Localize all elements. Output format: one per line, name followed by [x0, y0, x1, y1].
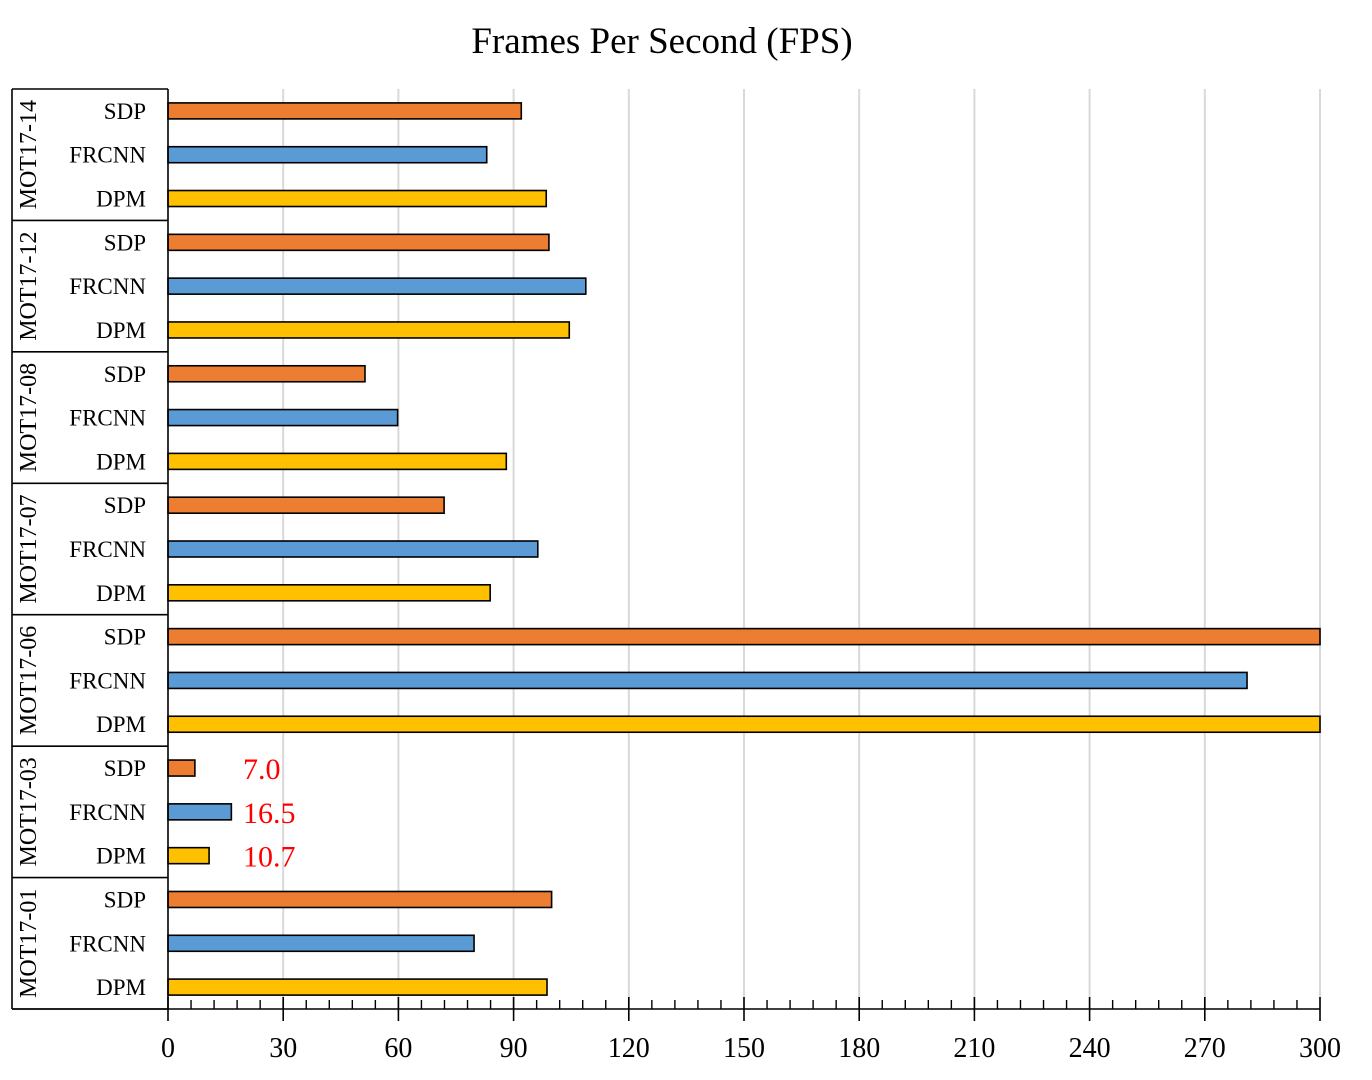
- category-label: FRCNN: [69, 274, 146, 299]
- category-labels: SDPFRCNNDPMMOT17-14SDPFRCNNDPMMOT17-12SD…: [16, 99, 146, 1000]
- category-label: SDP: [104, 362, 146, 387]
- x-tick-label: 90: [500, 1033, 528, 1064]
- bar-mot17-12-dpm: [167, 321, 571, 339]
- category-label: SDP: [104, 887, 146, 912]
- bar-mot17-14-sdp: [167, 102, 523, 120]
- chart-title: Frames Per Second (FPS): [471, 21, 852, 62]
- group-label: MOT17-03: [16, 757, 42, 866]
- bar-mot17-03-sdp: [167, 759, 196, 777]
- category-label: FRCNN: [69, 537, 146, 562]
- category-label: SDP: [104, 99, 146, 124]
- x-tick-label: 120: [608, 1033, 650, 1064]
- annotations: 7.0 16.5 10.7: [243, 753, 296, 874]
- x-tick-label: 210: [953, 1033, 995, 1064]
- x-tick-label: 30: [269, 1033, 297, 1064]
- data-label: 16.5: [243, 797, 296, 830]
- category-label: DPM: [96, 581, 146, 606]
- axes: 0 30 60 90 120 150 180 210 240 270 300: [11, 88, 1341, 1064]
- bar-mot17-12-frcnn: [167, 277, 587, 295]
- bar-mot17-08-frcnn: [167, 408, 399, 427]
- bar-mot17-01-dpm: [167, 978, 548, 996]
- category-label: FRCNN: [69, 931, 146, 956]
- bar-mot17-06-frcnn: [167, 671, 1248, 690]
- x-tick-label: 300: [1299, 1033, 1341, 1064]
- category-label: DPM: [96, 187, 146, 212]
- group-label: MOT17-07: [16, 494, 42, 603]
- group-label: MOT17-01: [16, 889, 42, 998]
- bar-mot17-14-frcnn: [167, 145, 488, 164]
- data-label: 10.7: [243, 841, 296, 874]
- data-label: 7.0: [243, 753, 281, 786]
- category-label: SDP: [104, 625, 146, 650]
- bar-mot17-03-frcnn: [167, 803, 233, 821]
- bar-mot17-03-dpm: [167, 846, 210, 865]
- group-label: MOT17-12: [16, 231, 42, 340]
- category-label: FRCNN: [69, 406, 146, 431]
- bar-mot17-07-dpm: [167, 584, 491, 602]
- category-label: SDP: [104, 230, 146, 255]
- bar-mot17-01-frcnn: [167, 934, 475, 953]
- x-tick-label: 60: [384, 1033, 412, 1064]
- group-label: MOT17-06: [16, 626, 42, 735]
- category-label: DPM: [96, 318, 146, 343]
- bar-mot17-14-dpm: [167, 189, 548, 208]
- bars: [167, 102, 1321, 996]
- group-label: MOT17-08: [16, 363, 42, 472]
- category-label: FRCNN: [69, 668, 146, 693]
- bar-mot17-06-sdp: [167, 627, 1321, 646]
- x-tick-label: 270: [1184, 1033, 1226, 1064]
- bar-mot17-08-dpm: [167, 452, 508, 471]
- x-tick-label: 150: [723, 1033, 765, 1064]
- category-label: FRCNN: [69, 143, 146, 168]
- x-tick-label: 240: [1069, 1033, 1111, 1064]
- category-label: DPM: [96, 975, 146, 1000]
- bar-mot17-08-sdp: [167, 364, 366, 383]
- bar-mot17-12-sdp: [167, 233, 550, 252]
- category-label: DPM: [96, 449, 146, 474]
- bar-mot17-07-sdp: [167, 496, 445, 514]
- bar-mot17-06-dpm: [167, 715, 1321, 734]
- x-tick-label: 0: [161, 1033, 175, 1064]
- bar-mot17-07-frcnn: [167, 540, 539, 558]
- category-label: DPM: [96, 844, 146, 869]
- bar-mot17-01-sdp: [167, 890, 553, 909]
- x-tick-label: 180: [838, 1033, 880, 1064]
- category-label: SDP: [104, 493, 146, 518]
- group-label: MOT17-14: [16, 100, 42, 209]
- category-label: DPM: [96, 712, 146, 737]
- category-label: SDP: [104, 756, 146, 781]
- category-label: FRCNN: [69, 800, 146, 825]
